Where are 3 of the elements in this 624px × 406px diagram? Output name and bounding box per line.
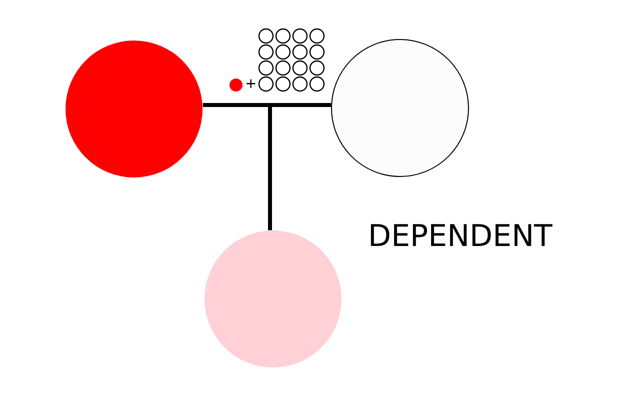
connector-line xyxy=(268,103,332,230)
dependent-label: DEPENDENT xyxy=(368,222,552,252)
plus-sign: + xyxy=(245,77,257,91)
